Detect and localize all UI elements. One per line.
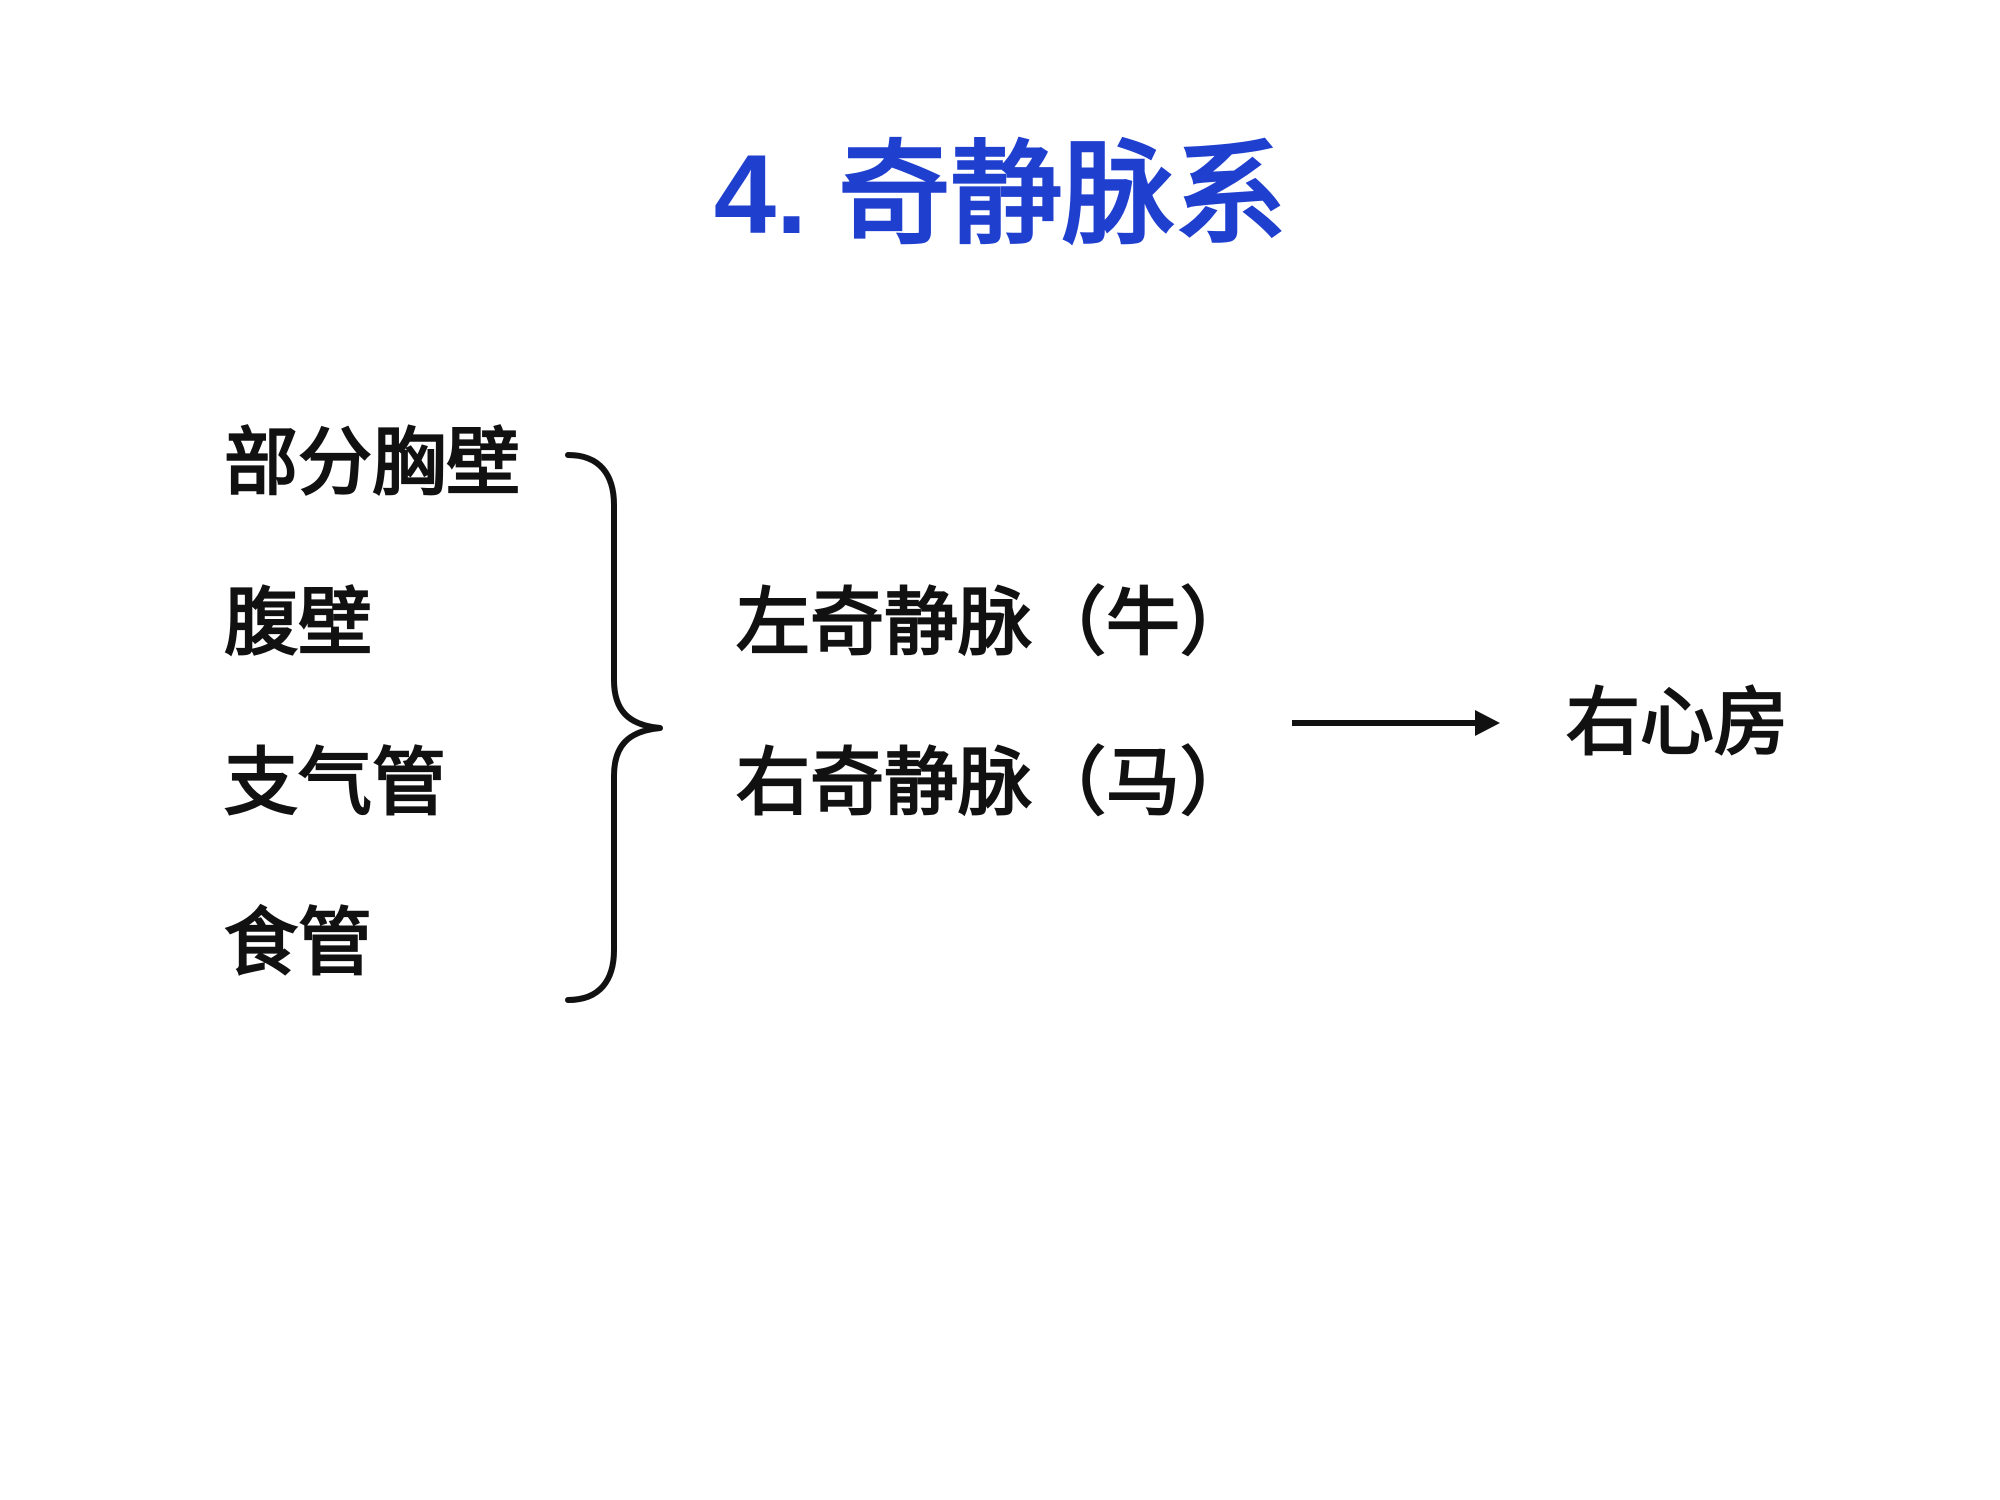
- source-label-chest-wall: 部分胸壁: [224, 420, 520, 506]
- source-label-bronchi: 支气管: [224, 740, 446, 826]
- source-label-abdominal-wall: 腹壁: [224, 580, 372, 666]
- vein-label-right-azygos: 右奇静脉（马）: [736, 740, 1254, 826]
- vein-label-left-azygos: 左奇静脉（牛）: [736, 580, 1254, 666]
- slide-title: 4. 奇静脉系: [713, 132, 1287, 257]
- source-label-esophagus: 食管: [224, 900, 372, 986]
- curly-brace-icon: [565, 452, 663, 1003]
- target-label-right-atrium: 右心房: [1566, 680, 1788, 766]
- arrow-head-icon: [1475, 710, 1500, 736]
